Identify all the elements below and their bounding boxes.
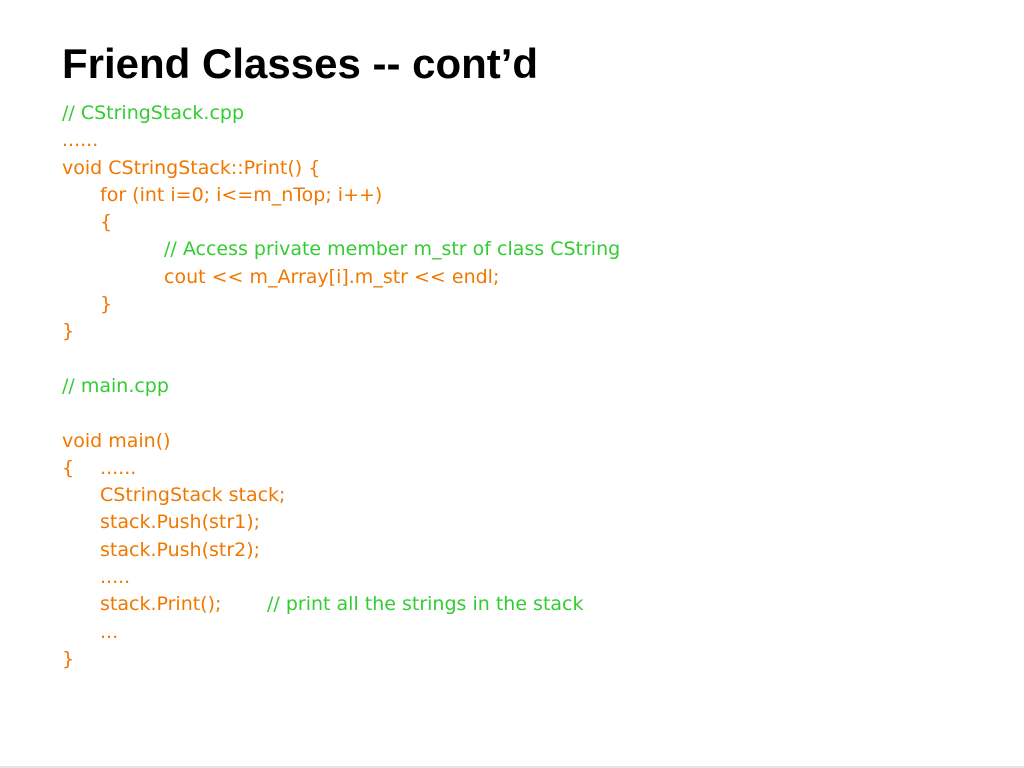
code-comment-main-file: // main.cpp xyxy=(62,374,169,397)
code-blank-line xyxy=(62,400,962,427)
code-main-close-brace: } xyxy=(62,647,75,670)
code-comment-filename: // CStringStack.cpp xyxy=(62,102,245,124)
code-push-str2: stack.Push(str2); xyxy=(100,538,261,561)
code-block: // CStringStack.cpp ...... void CStringS… xyxy=(62,100,962,673)
code-print-call-line: stack.Print(); // print all the strings i… xyxy=(62,591,962,618)
code-ellipsis-end: ... xyxy=(100,620,119,643)
code-close-brace-inner: } xyxy=(100,293,113,316)
slide-footer-divider xyxy=(0,766,1024,768)
code-for-loop: for (int i=0; i<=m_nTop; i++) xyxy=(100,183,383,206)
code-push-str1: stack.Push(str1); xyxy=(100,511,261,534)
code-close-brace-outer: } xyxy=(62,320,75,343)
code-comment-access: // Access private member m_str of class … xyxy=(164,238,621,261)
code-open-brace: { xyxy=(100,211,113,234)
slide-title: Friend Classes -- cont’d xyxy=(62,40,539,87)
code-comment-print-all: // print all the strings in the stack xyxy=(267,593,584,616)
code-cout-statement: cout << m_Array[i].m_str << endl; xyxy=(164,265,500,288)
code-main-open-brace: { xyxy=(62,456,75,479)
code-print-signature: void CStringStack::Print() { xyxy=(62,156,321,179)
code-main-ellipsis: ...... xyxy=(100,456,137,479)
code-main-open-line: {...... xyxy=(62,455,962,482)
code-main-signature: void main() xyxy=(62,429,171,452)
code-ellipsis-short: ..... xyxy=(100,566,131,589)
code-ellipsis: ...... xyxy=(62,129,99,152)
code-stack-declaration: CStringStack stack; xyxy=(100,484,286,507)
code-blank-line xyxy=(62,346,962,373)
code-print-call: stack.Print(); xyxy=(100,593,222,616)
